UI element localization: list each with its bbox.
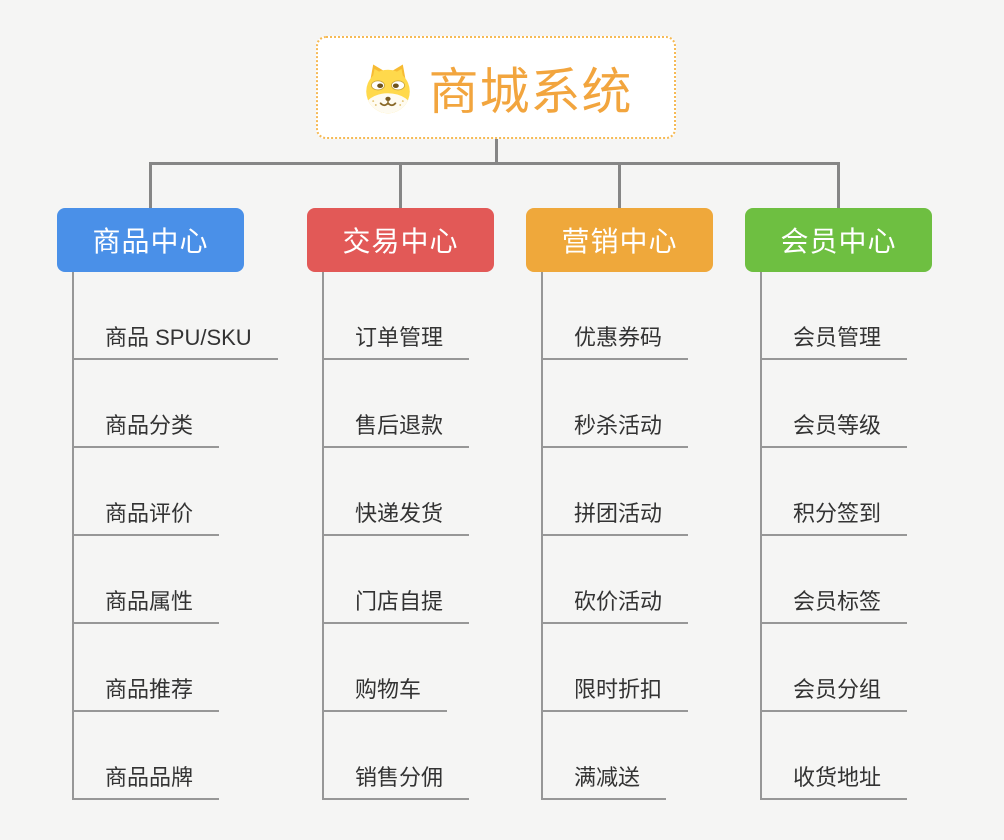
leaf-node[interactable]: 砍价活动 (541, 588, 689, 624)
leaf-node[interactable]: 优惠券码 (541, 324, 689, 360)
leaf-row: 商品推荐 (72, 624, 278, 712)
branch-column: 交易中心 订单管理 售后退款 快递发货 门店自提 购物车 销售分佣 (307, 208, 577, 818)
leaf-row: 砍价活动 (541, 536, 689, 624)
leaf-node[interactable]: 积分签到 (760, 500, 908, 536)
leaf-node[interactable]: 收货地址 (760, 764, 908, 800)
leaf-node[interactable]: 商品属性 (72, 588, 220, 624)
connector-branch-drop (399, 162, 402, 208)
branch-node-4[interactable]: 会员中心 (745, 208, 932, 272)
connector-branch-drop (618, 162, 621, 208)
branch-node-1[interactable]: 商品中心 (57, 208, 244, 272)
leaf-row: 会员等级 (760, 360, 908, 448)
leaf-node[interactable]: 门店自提 (322, 588, 470, 624)
connector-branch-drop (149, 162, 152, 208)
leaf-row: 收货地址 (760, 712, 908, 800)
leaf-row: 销售分佣 (322, 712, 470, 800)
dog-face-icon (360, 61, 416, 115)
branch-column: 商品中心 商品 SPU/SKU 商品分类 商品评价 商品属性 商品推荐 商品品牌 (57, 208, 327, 818)
leaf-row: 秒杀活动 (541, 360, 689, 448)
branch-spine-line (72, 272, 74, 800)
leaf-node[interactable]: 购物车 (322, 676, 448, 712)
leaf-list: 商品 SPU/SKU 商品分类 商品评价 商品属性 商品推荐 商品品牌 (72, 272, 278, 800)
connector-branch-drop (837, 162, 840, 208)
leaf-node[interactable]: 会员标签 (760, 588, 908, 624)
branch-spine-line (541, 272, 543, 800)
root-title: 商城系统 (428, 63, 633, 120)
leaf-row: 会员管理 (760, 272, 908, 360)
leaf-row: 拼团活动 (541, 448, 689, 536)
leaf-row: 售后退款 (322, 360, 470, 448)
leaf-row: 商品评价 (72, 448, 278, 536)
leaf-node[interactable]: 拼团活动 (541, 500, 689, 536)
leaf-row: 会员分组 (760, 624, 908, 712)
branch-spine-line (760, 272, 762, 800)
leaf-row: 满减送 (541, 712, 688, 800)
leaf-row: 积分签到 (760, 448, 908, 536)
branch-spine-line (322, 272, 324, 800)
branch-label: 会员中心 (780, 226, 897, 257)
leaf-row: 快递发货 (322, 448, 470, 536)
leaf-node[interactable]: 售后退款 (322, 412, 470, 448)
leaf-row: 商品 SPU/SKU (72, 272, 278, 360)
leaf-node[interactable]: 商品分类 (72, 412, 220, 448)
leaf-row: 优惠券码 (541, 272, 689, 360)
leaf-node[interactable]: 限时折扣 (541, 676, 689, 712)
connector-root-drop (494, 139, 498, 165)
leaf-node[interactable]: 会员等级 (760, 412, 908, 448)
branch-label: 商品中心 (92, 226, 209, 257)
leaf-row: 会员标签 (760, 536, 908, 624)
leaf-node[interactable]: 商品 SPU/SKU (72, 324, 278, 360)
branch-label: 营销中心 (561, 226, 678, 257)
connector-bus (149, 162, 840, 165)
root-node[interactable]: 商城系统 (316, 36, 676, 139)
leaf-node[interactable]: 商品评价 (72, 500, 220, 536)
leaf-node[interactable]: 销售分佣 (322, 764, 470, 800)
leaf-node[interactable]: 会员分组 (760, 676, 908, 712)
leaf-node[interactable]: 商品品牌 (72, 764, 220, 800)
leaf-row: 限时折扣 (541, 624, 689, 712)
leaf-list: 优惠券码 秒杀活动 拼团活动 砍价活动 限时折扣 满减送 (541, 272, 689, 800)
leaf-row: 购物车 (322, 624, 469, 712)
leaf-node[interactable]: 会员管理 (760, 324, 908, 360)
branch-node-3[interactable]: 营销中心 (526, 208, 713, 272)
branch-column: 会员中心 会员管理 会员等级 积分签到 会员标签 会员分组 收货地址 (745, 208, 1004, 818)
leaf-node[interactable]: 订单管理 (322, 324, 470, 360)
leaf-row: 门店自提 (322, 536, 470, 624)
branch-label: 交易中心 (342, 226, 459, 257)
leaf-list: 订单管理 售后退款 快递发货 门店自提 购物车 销售分佣 (322, 272, 470, 800)
leaf-node[interactable]: 秒杀活动 (541, 412, 689, 448)
leaf-row: 商品属性 (72, 536, 278, 624)
branch-column: 营销中心 优惠券码 秒杀活动 拼团活动 砍价活动 限时折扣 满减送 (526, 208, 796, 818)
leaf-node[interactable]: 快递发货 (322, 500, 470, 536)
leaf-node[interactable]: 满减送 (541, 764, 667, 800)
leaf-node[interactable]: 商品推荐 (72, 676, 220, 712)
leaf-row: 商品分类 (72, 360, 278, 448)
leaf-list: 会员管理 会员等级 积分签到 会员标签 会员分组 收货地址 (760, 272, 908, 800)
leaf-row: 订单管理 (322, 272, 470, 360)
leaf-row: 商品品牌 (72, 712, 278, 800)
branch-node-2[interactable]: 交易中心 (307, 208, 494, 272)
